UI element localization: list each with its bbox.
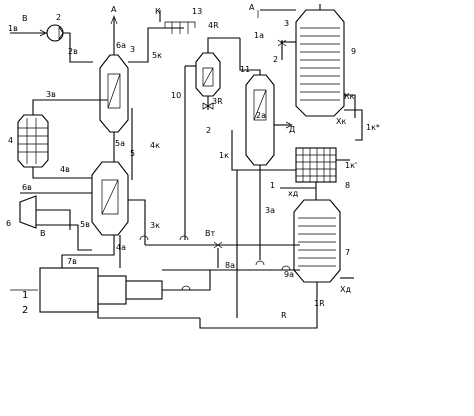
label-6a: 6а	[116, 41, 126, 50]
heat-exchanger-4	[17, 114, 49, 168]
label-xd: хд	[288, 189, 299, 198]
label-11: 11	[240, 65, 250, 74]
label-1k: 1к	[219, 151, 229, 160]
label-2-pump: 2	[56, 13, 61, 22]
column-7	[293, 199, 341, 283]
arrow-1v	[39, 29, 47, 37]
label-2-right: 2	[273, 55, 278, 64]
label-1: 1	[22, 290, 28, 301]
pump-2	[46, 24, 64, 42]
label-Xk: Хк	[336, 117, 346, 126]
label-B-top: В	[22, 14, 28, 23]
label-5k: 5к	[152, 51, 162, 60]
label-2v: 2в	[68, 47, 78, 56]
label-5v: 5в	[80, 220, 90, 229]
label-A-right: А	[249, 3, 255, 12]
label-K: К	[155, 7, 161, 16]
label-2-bottom: 2	[22, 305, 28, 316]
line-3k	[128, 199, 146, 245]
label-3R: 3R	[212, 97, 223, 106]
line-R	[199, 300, 318, 329]
column-11	[245, 74, 275, 166]
heat-exchanger-8	[295, 147, 337, 183]
label-3-right: 3	[284, 19, 289, 28]
column-9	[295, 9, 345, 117]
label-8: 8	[345, 181, 350, 190]
label-4: 4	[8, 136, 13, 145]
label-10: 10	[171, 91, 181, 100]
label-1a: 1а	[254, 31, 264, 40]
column-5	[91, 161, 129, 236]
label-4R: 4R	[208, 21, 219, 30]
label-3: 3	[130, 45, 135, 54]
label-6: 6	[6, 219, 11, 228]
label-Xd: Хд	[340, 285, 351, 294]
label-1R: 1R	[314, 299, 325, 308]
line-4v	[32, 167, 100, 179]
compressor-6	[19, 195, 37, 229]
label-2a: 2а	[256, 111, 266, 120]
label-1k-star: 1к*	[366, 123, 380, 132]
label-3a: 3а	[265, 206, 275, 215]
label-R: R	[281, 311, 287, 320]
label-7v: 7в	[67, 257, 77, 266]
unit-1-2	[39, 267, 163, 313]
label-3v: 3в	[46, 90, 56, 99]
label-2-mid: 2	[206, 126, 211, 135]
label-4k: 4к	[150, 141, 160, 150]
label-3k: 3к	[150, 221, 160, 230]
line-4R	[207, 37, 240, 53]
label-D: Д	[289, 125, 295, 134]
label-4v: 4в	[60, 165, 70, 174]
label-B-left: В	[40, 229, 46, 238]
column-10	[195, 52, 221, 97]
label-1-mid: 1	[270, 181, 275, 190]
label-1k-prime: 1к'	[345, 161, 357, 170]
label-5: 5	[130, 149, 135, 158]
label-A-left: А	[111, 5, 117, 14]
item-13	[164, 21, 196, 34]
label-9: 9	[351, 47, 356, 56]
label-7: 7	[345, 248, 350, 257]
line-2v	[63, 32, 93, 63]
valve-3R	[202, 102, 214, 110]
label-9a: 9а	[284, 270, 294, 279]
line-3v	[32, 99, 108, 115]
label-5a: 5а	[115, 139, 125, 148]
label-6v: 6в	[22, 183, 32, 192]
column-3	[99, 15, 129, 160]
label-8a: 8а	[225, 261, 235, 270]
line-5k	[128, 27, 184, 63]
valve-Bt	[213, 241, 223, 249]
label-Kk: Кк	[344, 92, 355, 101]
line-7v	[61, 235, 115, 268]
label-Bt: Вт	[205, 229, 215, 238]
label-13: 13	[192, 7, 202, 16]
label-4a: 4а	[116, 243, 126, 252]
line-1k-star	[344, 109, 363, 141]
label-1v: 1в	[8, 24, 18, 33]
